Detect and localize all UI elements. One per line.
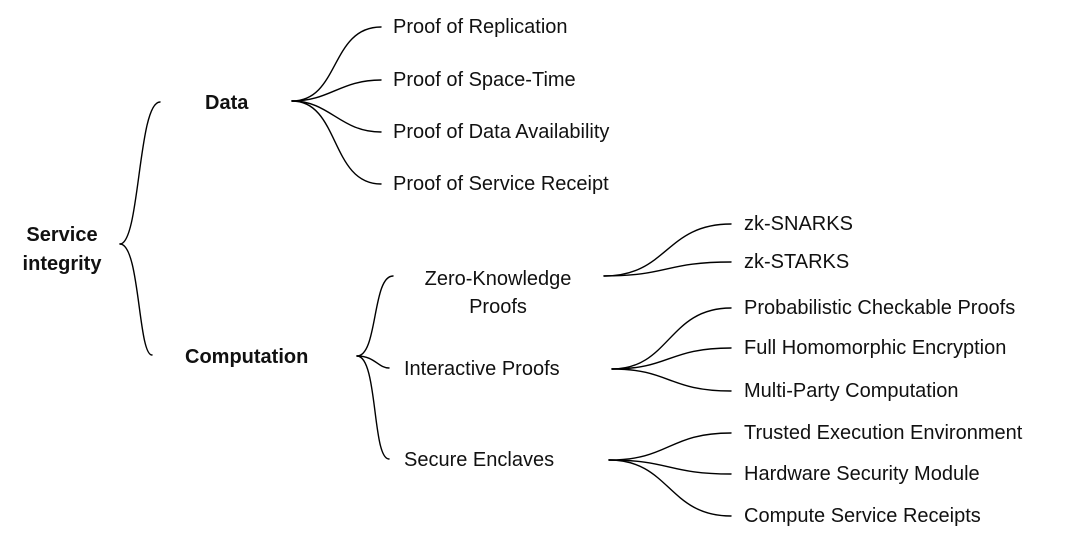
edge-zk-starks (603, 261, 732, 277)
edge-data-availability (291, 100, 382, 133)
root-label-line2: integrity (22, 253, 102, 275)
edge-computation-interactive (356, 355, 390, 369)
leaf-compute-service-receipts: Compute Service Receipts (744, 505, 981, 527)
edge-data-receipt (291, 100, 382, 185)
edge-computation-zk (356, 275, 394, 357)
group-secure-enclaves: Secure Enclaves (404, 449, 555, 471)
edge-data-replication (291, 26, 382, 102)
edge-interactive-mpc (611, 368, 732, 392)
leaf-zk-snarks: zk-SNARKS (744, 213, 853, 235)
edge-interactive-fhe (611, 347, 732, 370)
leaf-proof-of-data-availability: Proof of Data Availability (393, 121, 610, 143)
root-label-line1: Service (26, 224, 98, 246)
leaf-probabilistic-checkable-proofs: Probabilistic Checkable Proofs (744, 297, 1016, 319)
leaf-proof-of-service-receipt: Proof of Service Receipt (393, 173, 609, 195)
category-computation-label: Computation (185, 346, 309, 368)
root-node-label: Service integrity (6, 221, 118, 279)
brace-root-to-computation (119, 243, 153, 356)
edge-enclaves-csr (608, 459, 732, 517)
edge-computation-enclaves (356, 355, 390, 460)
edge-enclaves-hsm (608, 459, 732, 475)
leaf-trusted-execution-environment: Trusted Execution Environment (744, 422, 1023, 444)
brace-root-to-data (119, 101, 161, 245)
edge-zk-snarks (603, 223, 732, 277)
leaf-full-homomorphic-encryption: Full Homomorphic Encryption (744, 337, 1007, 359)
edge-data-spacetime (291, 79, 382, 102)
leaf-hardware-security-module: Hardware Security Module (744, 463, 980, 485)
group-zero-knowledge-proofs: Zero-Knowledge Proofs (398, 265, 598, 321)
category-data-label: Data (205, 92, 249, 114)
leaf-proof-of-space-time: Proof of Space-Time (393, 69, 576, 91)
edge-enclaves-tee (608, 432, 732, 461)
leaf-proof-of-replication: Proof of Replication (393, 16, 568, 38)
group-zk-line1: Zero-Knowledge (424, 268, 572, 290)
group-zk-line2: Proofs (469, 296, 527, 318)
edge-interactive-pcp (611, 307, 732, 370)
leaf-zk-starks: zk-STARKS (744, 251, 850, 273)
group-interactive-proofs: Interactive Proofs (404, 358, 560, 380)
leaf-multi-party-computation: Multi-Party Computation (744, 380, 959, 402)
